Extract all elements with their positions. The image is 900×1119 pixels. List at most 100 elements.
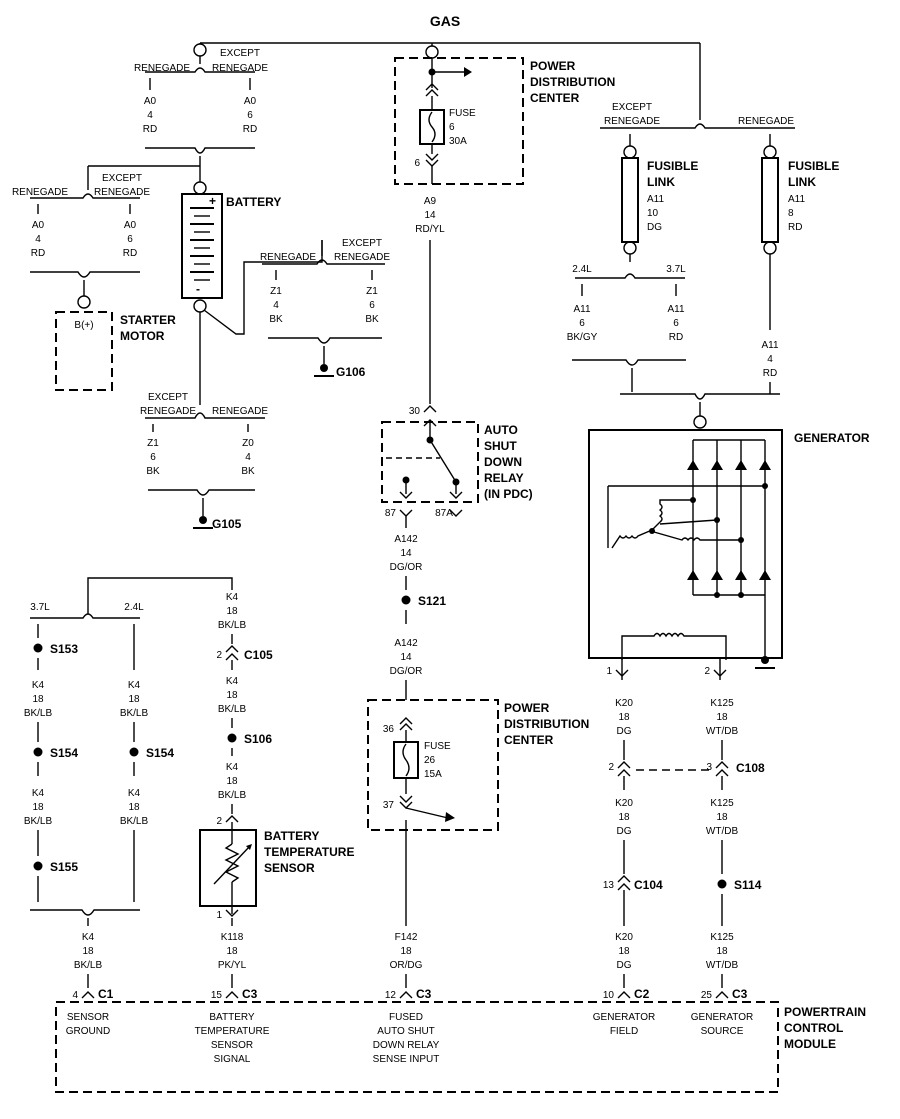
battery-label: BATTERY: [226, 195, 281, 209]
svg-text:RD: RD: [123, 248, 137, 259]
svg-text:2: 2: [608, 762, 614, 773]
powertrain-control-module: POWERTRAIN CONTROL MODULE: [55, 1001, 866, 1093]
svg-text:4: 4: [767, 354, 773, 365]
svg-text:10: 10: [603, 990, 615, 1001]
svg-text:SENSE INPUT: SENSE INPUT: [373, 1054, 440, 1065]
svg-text:GROUND: GROUND: [66, 1026, 110, 1037]
svg-text:6: 6: [127, 234, 133, 245]
svg-text:4: 4: [245, 452, 251, 463]
auto-shut-down-relay: 30 87 87A AUTO SHUT DOWN RELAY (IN PDC): [381, 405, 533, 528]
svg-text:A142: A142: [394, 534, 418, 545]
svg-text:4: 4: [147, 110, 153, 121]
svg-text:18: 18: [716, 712, 728, 723]
svg-text:18: 18: [82, 946, 94, 957]
svg-text:K20: K20: [615, 698, 633, 709]
svg-text:15A: 15A: [424, 769, 442, 780]
svg-text:LINK: LINK: [788, 175, 816, 189]
svg-text:S121: S121: [418, 594, 446, 608]
svg-text:DOWN RELAY: DOWN RELAY: [373, 1040, 440, 1051]
svg-text:A0: A0: [244, 96, 257, 107]
svg-text:K4: K4: [226, 592, 239, 603]
svg-text:1: 1: [216, 910, 222, 921]
svg-text:C1: C1: [98, 987, 114, 1001]
svg-text:FIELD: FIELD: [610, 1026, 638, 1037]
svg-text:FUSIBLE: FUSIBLE: [647, 159, 698, 173]
svg-text:AUTO: AUTO: [484, 423, 518, 437]
svg-text:SENSOR: SENSOR: [264, 861, 315, 875]
svg-text:BK/LB: BK/LB: [120, 816, 149, 827]
svg-text:RENEGADE: RENEGADE: [212, 63, 268, 74]
svg-text:C3: C3: [732, 987, 748, 1001]
svg-text:CONTROL: CONTROL: [784, 1021, 843, 1035]
svg-text:CENTER: CENTER: [504, 733, 554, 747]
svg-text:A0: A0: [32, 220, 45, 231]
svg-text:3: 3: [706, 762, 712, 773]
g106-label: G106: [336, 365, 366, 379]
fusible-link-1: FUSIBLE LINK A11 10 DG: [621, 145, 698, 262]
svg-text:MODULE: MODULE: [784, 1037, 836, 1051]
splice-s114: [717, 879, 727, 889]
svg-text:A11: A11: [647, 194, 664, 205]
svg-text:18: 18: [226, 776, 238, 787]
svg-text:RENEGADE: RENEGADE: [94, 187, 150, 198]
svg-text:C104: C104: [634, 878, 663, 892]
svg-text:BK/LB: BK/LB: [74, 960, 103, 971]
svg-text:18: 18: [226, 946, 238, 957]
svg-text:30A: 30A: [449, 136, 467, 147]
power-distribution-center-top: FUSE 6 30A 6 POWER DISTRIBUTION CENTER: [394, 57, 615, 185]
svg-text:6: 6: [673, 318, 679, 329]
svg-text:RD: RD: [669, 332, 683, 343]
svg-text:DG: DG: [617, 826, 632, 837]
svg-text:2: 2: [216, 816, 222, 827]
svg-text:30: 30: [409, 406, 421, 417]
svg-text:DG/OR: DG/OR: [390, 562, 423, 573]
svg-text:PK/YL: PK/YL: [218, 960, 247, 971]
svg-text:RENEGADE: RENEGADE: [140, 406, 196, 417]
svg-text:K20: K20: [615, 798, 633, 809]
svg-text:37: 37: [383, 800, 395, 811]
svg-text:BK/LB: BK/LB: [218, 620, 247, 631]
power-distribution-center-bottom: 36 37 FUSE 26 15A POWER DISTRIBUTION CEN…: [367, 699, 589, 926]
svg-text:87: 87: [385, 508, 397, 519]
svg-text:DISTRIBUTION: DISTRIBUTION: [504, 717, 589, 731]
svg-text:2.4L: 2.4L: [124, 602, 144, 613]
svg-text:POWER: POWER: [530, 59, 576, 73]
svg-text:RENEGADE: RENEGADE: [12, 187, 68, 198]
svg-text:BK: BK: [269, 314, 283, 325]
svg-text:18: 18: [32, 802, 44, 813]
g105-label: G105: [212, 517, 242, 531]
svg-text:6: 6: [369, 300, 375, 311]
svg-text:BK/LB: BK/LB: [24, 708, 53, 719]
svg-text:13: 13: [603, 880, 615, 891]
svg-text:Z1: Z1: [147, 438, 159, 449]
svg-text:DG/OR: DG/OR: [390, 666, 423, 677]
svg-text:RD: RD: [243, 124, 257, 135]
wire-label: A0 4 RD: [143, 96, 157, 135]
svg-text:FUSE: FUSE: [424, 741, 451, 752]
svg-text:POWER: POWER: [504, 701, 550, 715]
svg-text:K118: K118: [221, 932, 244, 943]
svg-text:14: 14: [400, 548, 412, 559]
split-fusible-links: EXCEPT RENEGADE RENEGADE: [600, 102, 795, 146]
svg-text:RD: RD: [143, 124, 157, 135]
svg-text:BATTERY: BATTERY: [264, 829, 319, 843]
wire-label: A0 6 RD: [243, 96, 257, 135]
svg-text:87A: 87A: [435, 508, 453, 519]
battery: + - BATTERY: [87, 165, 323, 405]
svg-text:S154: S154: [146, 746, 174, 760]
svg-text:18: 18: [128, 694, 140, 705]
svg-text:BK: BK: [365, 314, 379, 325]
svg-text:4: 4: [72, 990, 78, 1001]
svg-text:EXCEPT: EXCEPT: [612, 102, 652, 113]
split-top-left: RENEGADE EXCEPT RENEGADE A0 4 RD A0 6 RD: [134, 48, 268, 166]
svg-text:K125: K125: [710, 698, 734, 709]
svg-text:BK/LB: BK/LB: [218, 790, 247, 801]
svg-text:RENEGADE: RENEGADE: [212, 406, 268, 417]
svg-text:RENEGADE: RENEGADE: [334, 252, 390, 263]
svg-text:GENERATOR: GENERATOR: [794, 431, 870, 445]
svg-text:GENERATOR: GENERATOR: [691, 1012, 753, 1023]
svg-text:-: -: [196, 282, 200, 296]
k4-battery-temp-network: K4 18 BK/LB 2 C105 K4 18 BK/LB S106 K4 1…: [216, 592, 273, 814]
svg-text:6: 6: [150, 452, 156, 463]
svg-text:BK/GY: BK/GY: [567, 332, 598, 343]
